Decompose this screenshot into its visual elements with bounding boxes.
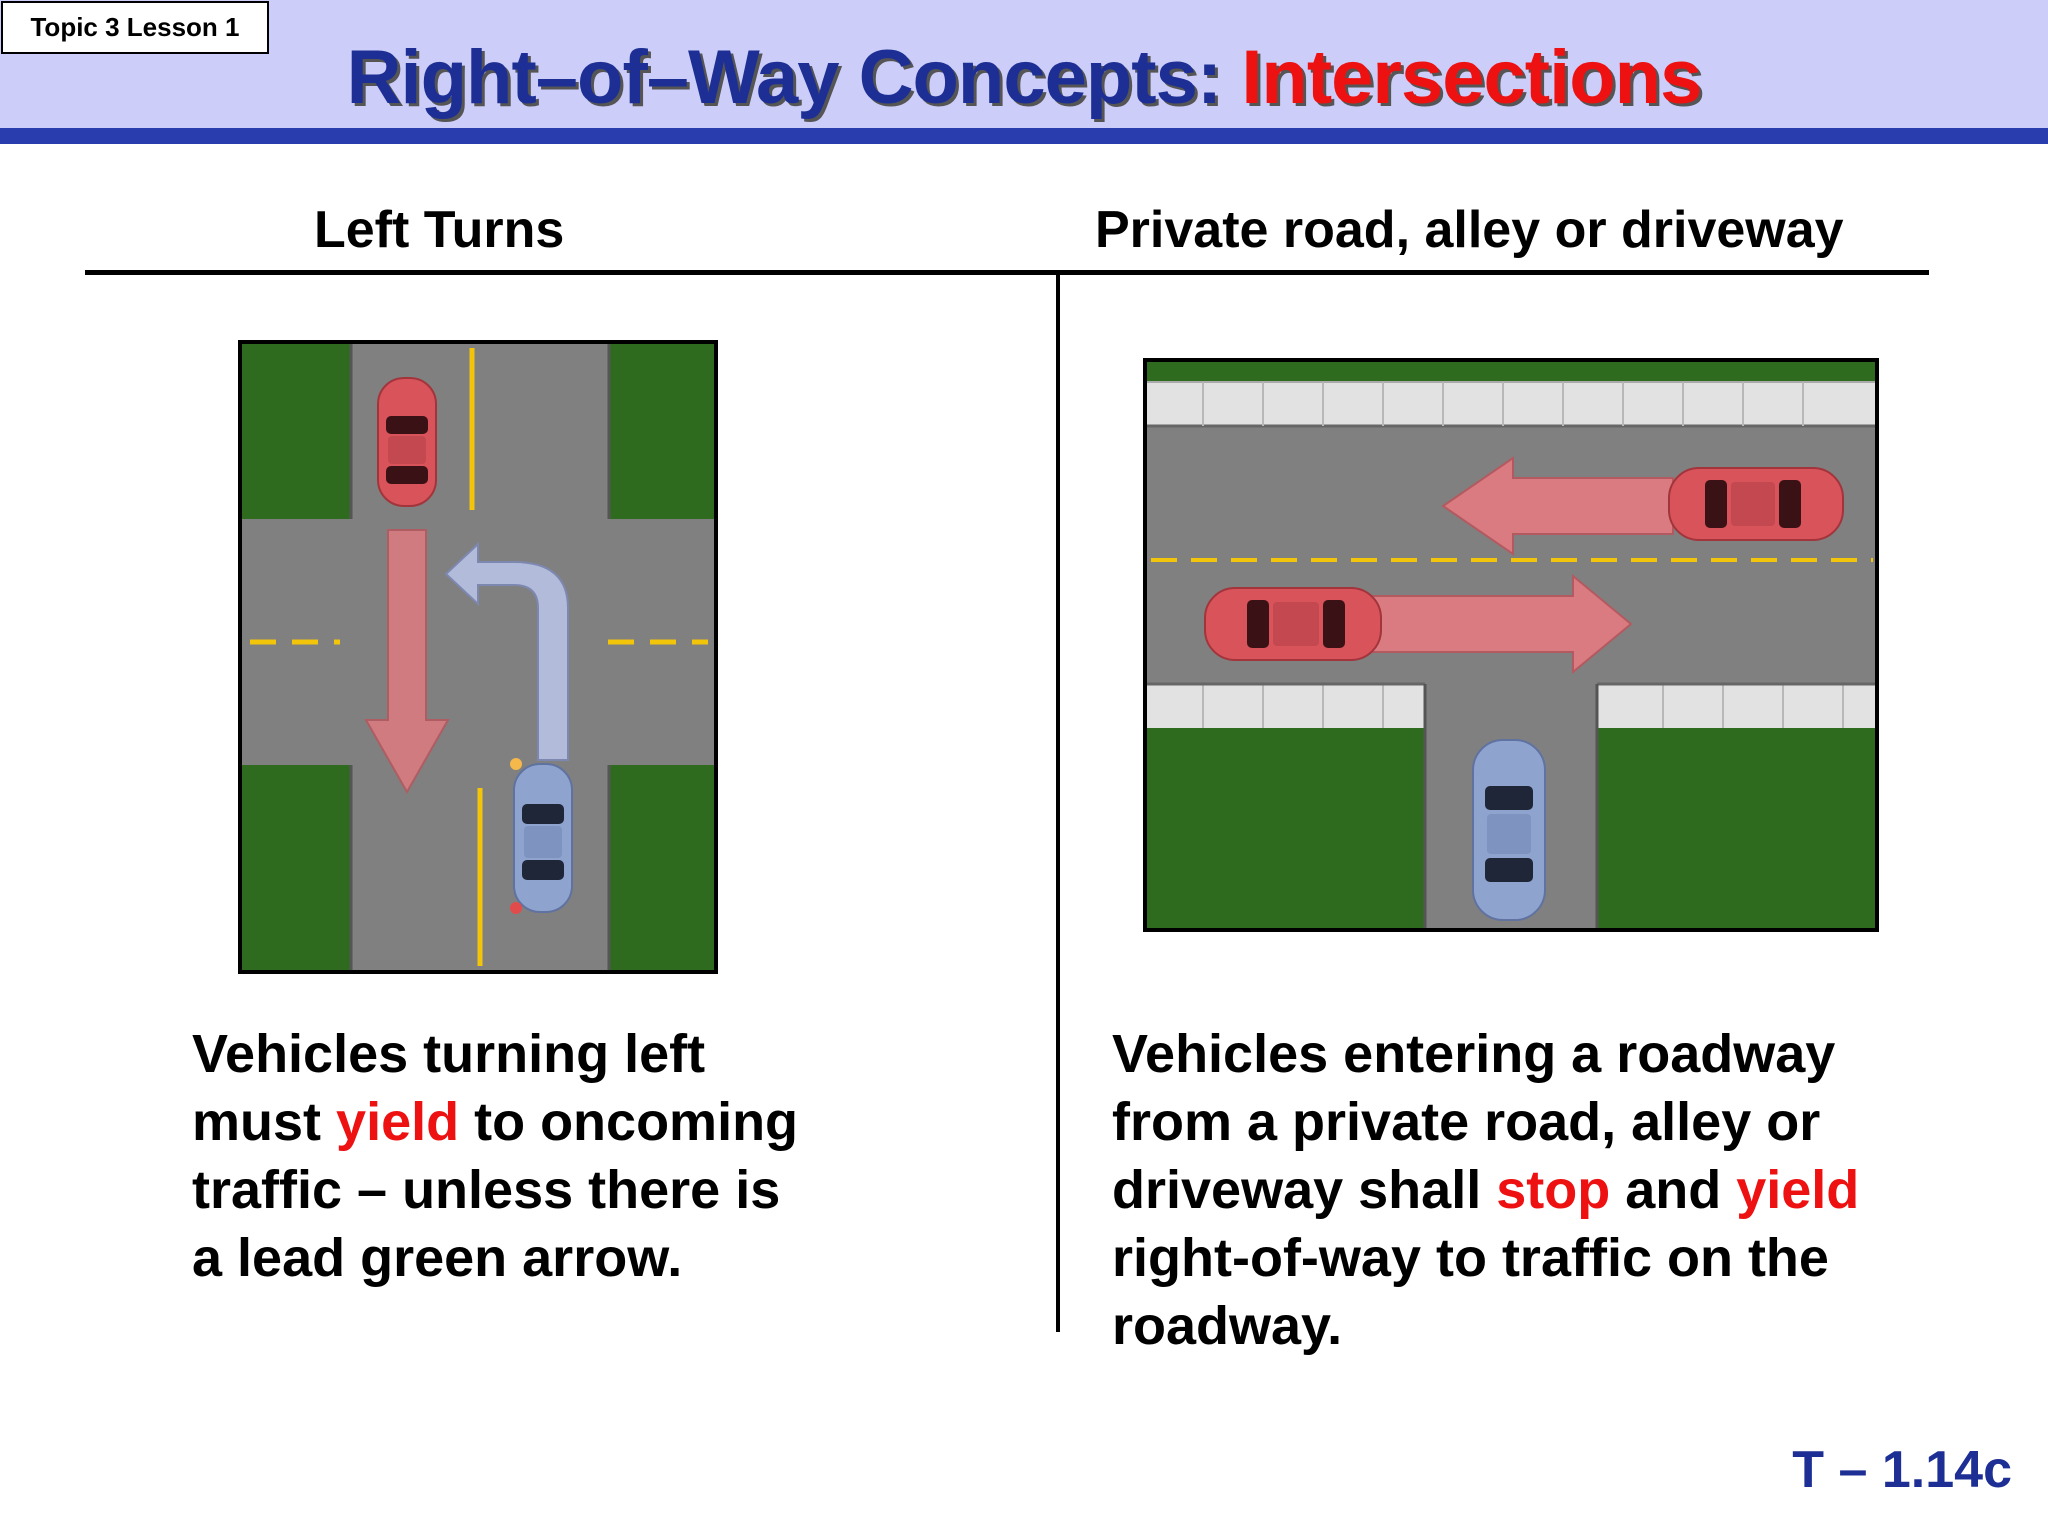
header-band — [0, 0, 2048, 128]
left-desc-line: must yield to oncoming — [192, 1092, 799, 1152]
left-desc-line: Vehicles turning left — [192, 1024, 706, 1084]
sidewalk-bottom-left — [1147, 684, 1425, 728]
blue-car-driveway — [1472, 739, 1546, 921]
grass-top — [1147, 362, 1875, 382]
slide-number: T – 1.14c — [1792, 1441, 2012, 1499]
heading-divider — [85, 270, 1929, 275]
topic-label: Topic 3 Lesson 1 — [1, 1, 269, 54]
red-car-westbound — [1668, 467, 1844, 541]
right-desc-line: from a private road, alley or — [1112, 1092, 1821, 1152]
right-heading: Private road, alley or driveway — [1095, 201, 1844, 259]
right-description: Vehicles entering a roadway from a priva… — [1112, 1020, 1859, 1360]
grass-top-right — [610, 344, 714, 519]
straight-arrow — [364, 529, 450, 795]
left-heading: Left Turns — [314, 201, 565, 259]
right-desc-line: roadway. — [1112, 1296, 1343, 1356]
page-title: Right–of–Way Concepts: Intersections — [0, 28, 2048, 128]
red-car — [377, 377, 437, 507]
blue-car — [510, 758, 573, 914]
title-accent: Intersections — [1241, 35, 1702, 120]
grass-bottom-right — [610, 765, 714, 970]
eastbound-arrow — [1342, 573, 1633, 675]
grass-bottom-right — [1597, 728, 1875, 928]
yield-keyword: yield — [336, 1092, 460, 1152]
grass-top-left — [242, 344, 350, 519]
right-desc-line: driveway shall stop and yield — [1112, 1160, 1860, 1220]
title-main: Right–of–Way Concepts: — [346, 35, 1242, 120]
turn-signal-icon — [510, 758, 522, 770]
driveway-roadway-diagram — [1143, 358, 1879, 932]
right-desc-line: right-of-way to traffic on the — [1112, 1228, 1829, 1288]
sidewalk-bottom-right — [1597, 684, 1875, 728]
left-turn-intersection-diagram — [238, 340, 718, 974]
grass-bottom-left — [1147, 728, 1425, 928]
left-desc-line: a lead green arrow. — [192, 1228, 683, 1288]
left-turn-arrow — [444, 541, 569, 761]
header-rule — [0, 128, 2048, 144]
grass-bottom-left — [242, 765, 350, 970]
left-desc-line: traffic – unless there is — [192, 1160, 781, 1220]
red-car-eastbound — [1204, 587, 1382, 661]
stop-keyword: stop — [1496, 1160, 1611, 1220]
column-divider — [1056, 272, 1060, 1332]
yield-keyword: yield — [1736, 1160, 1860, 1220]
westbound-arrow — [1441, 456, 1674, 556]
right-desc-line: Vehicles entering a roadway — [1112, 1024, 1836, 1084]
left-description: Vehicles turning left must yield to onco… — [192, 1020, 798, 1292]
sidewalk-top — [1147, 382, 1875, 426]
